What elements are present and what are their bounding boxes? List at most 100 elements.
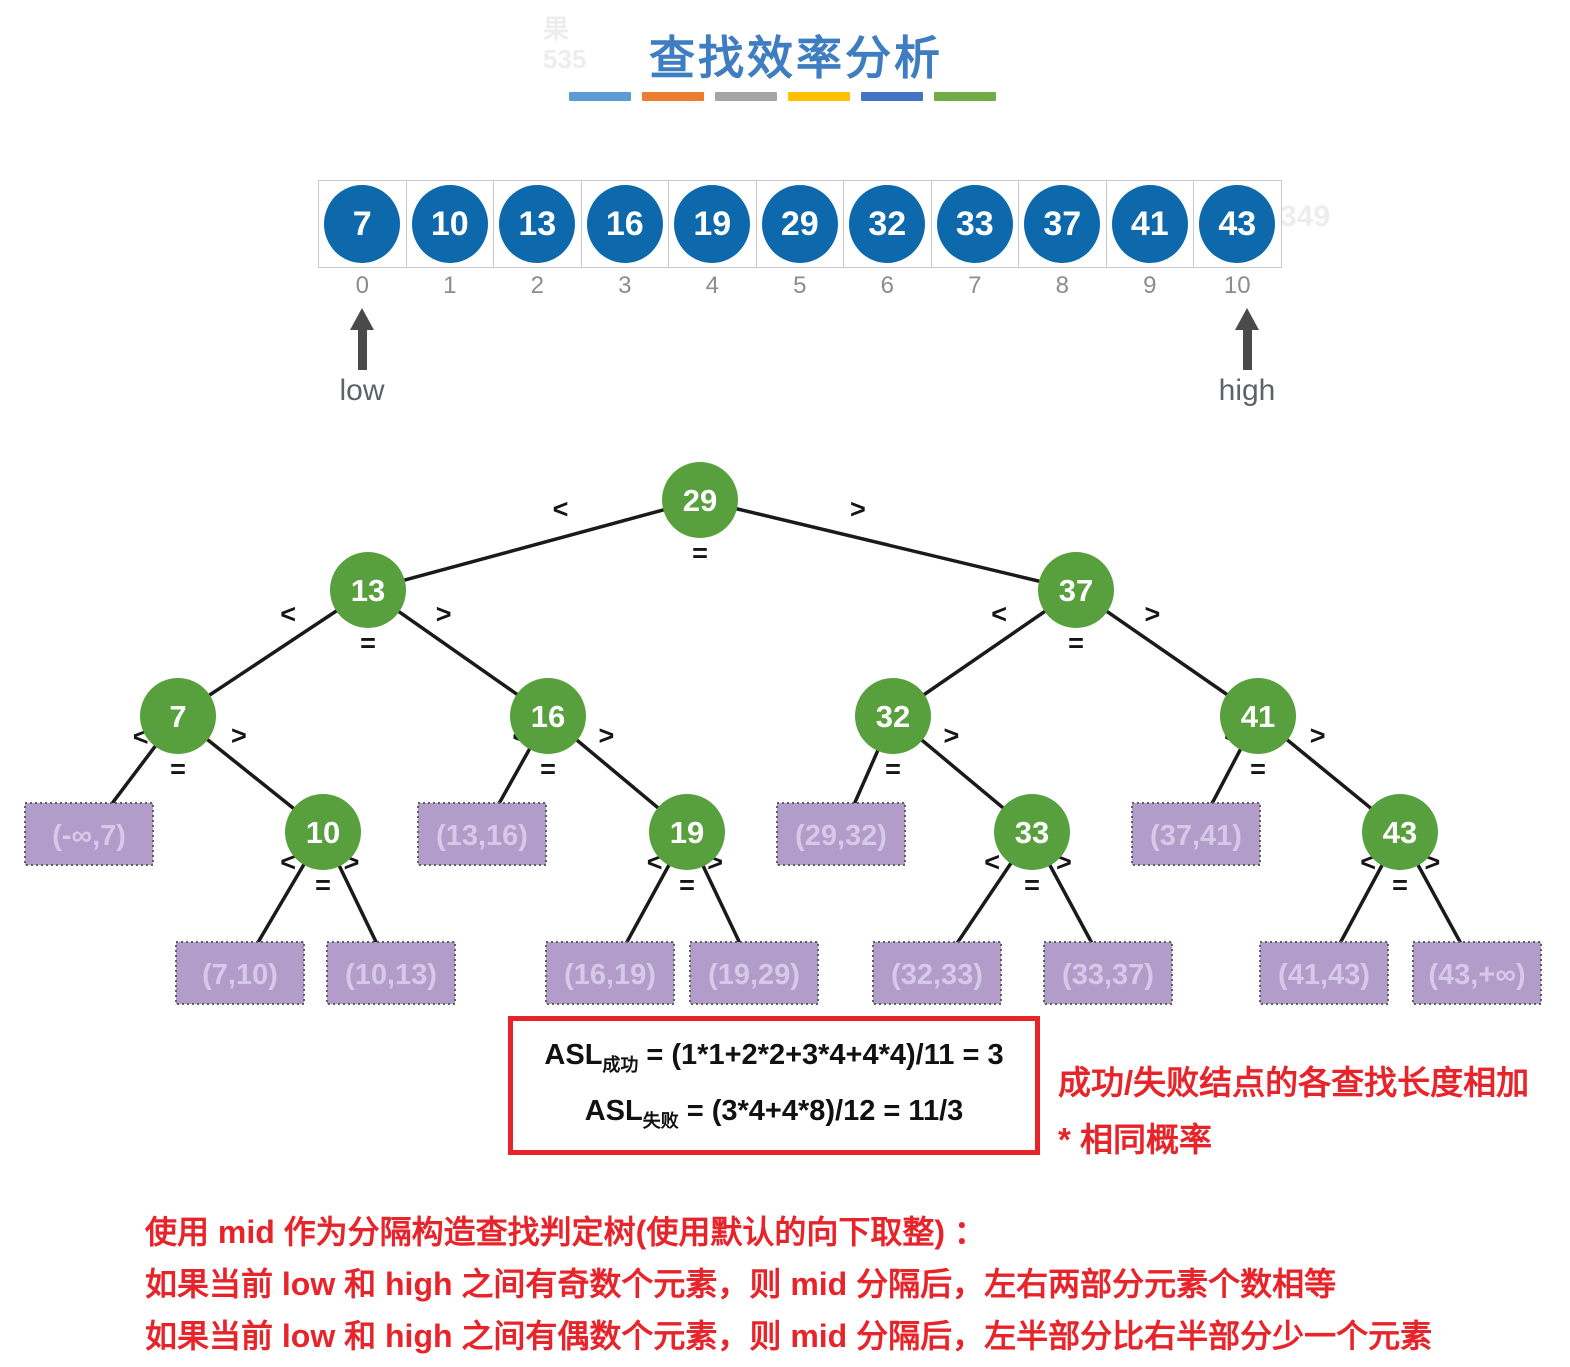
tree-failure-leaf-label: (33,37) bbox=[1062, 959, 1154, 991]
tree-failure-leaf-box bbox=[1043, 941, 1173, 1005]
array-value: 41 bbox=[1111, 185, 1188, 263]
tree-node-label: 33 bbox=[1015, 815, 1049, 850]
high-label: high bbox=[1218, 374, 1276, 407]
tree-node-label: 29 bbox=[683, 483, 717, 518]
equal-label: = bbox=[692, 538, 708, 568]
watermark-top: 果 535 bbox=[543, 14, 586, 74]
tree-node-label: 19 bbox=[670, 815, 704, 850]
array-value: 7 bbox=[324, 185, 401, 263]
array-cell: 13 bbox=[493, 180, 582, 268]
array-index: 6 bbox=[880, 272, 894, 299]
greater-than-label: > bbox=[231, 721, 247, 751]
watermark-top-line1: 果 bbox=[543, 14, 570, 44]
tree-failure-leaf-label: (32,33) bbox=[891, 959, 983, 991]
asl-success-expression: = (1*1+2*2+3*4+4*4)/11 = 3 bbox=[638, 1038, 1004, 1071]
asl-success-subscript: 成功 bbox=[602, 1054, 639, 1075]
arrow-head bbox=[350, 308, 374, 330]
tree-failure-leaf-label: (16,19) bbox=[564, 959, 656, 991]
array-cell: 33 bbox=[930, 180, 1019, 268]
less-than-label: < bbox=[280, 599, 296, 629]
tree-node-label: 43 bbox=[1383, 815, 1417, 850]
equal-label: = bbox=[885, 754, 901, 784]
tree-failure-leaf-box bbox=[417, 802, 547, 866]
greater-than-label: > bbox=[850, 494, 866, 524]
tree-failure-leaf-label: (19,29) bbox=[708, 959, 800, 991]
array-value: 43 bbox=[1199, 185, 1276, 263]
tree-node-circle bbox=[649, 794, 725, 870]
watermark-top-line2: 535 bbox=[543, 44, 587, 74]
tree-node-circle bbox=[1220, 678, 1296, 754]
array-value: 29 bbox=[761, 185, 838, 263]
watermark-array: 349 bbox=[1280, 200, 1331, 233]
less-than-label: < bbox=[984, 847, 1000, 877]
arrow-stem bbox=[357, 330, 367, 370]
tree-node-circle bbox=[140, 678, 216, 754]
array-cell: 41 bbox=[1105, 180, 1194, 268]
array-cell: 10 bbox=[405, 180, 494, 268]
equal-label: = bbox=[1250, 754, 1266, 784]
bottom-note-line2: 如果当前 low 和 high 之间有奇数个元素，则 mid 分隔后，左右两部分… bbox=[145, 1266, 1337, 1302]
bottom-note-line3: 如果当前 low 和 high 之间有偶数个元素，则 mid 分隔后，左半部分比… bbox=[145, 1318, 1433, 1354]
tree-node-circle bbox=[1038, 552, 1114, 628]
bottom-note: 使用 mid 作为分隔构造查找判定树(使用默认的向下取整) ： 如果当前 low… bbox=[145, 1206, 1432, 1362]
asl-success-formula: ASL成功 = (1*1+2*2+3*4+4*4)/11 = 3 bbox=[544, 1038, 1004, 1075]
array-index: 9 bbox=[1143, 272, 1157, 299]
tree-failure-leaf-label: (10,13) bbox=[345, 959, 437, 991]
title-bar bbox=[569, 92, 631, 101]
tree-node-circle bbox=[285, 794, 361, 870]
sorted-array: 7 10 13 16 19 29 32 33 37 41 43 bbox=[318, 180, 1282, 268]
tree-node-label: 37 bbox=[1059, 573, 1093, 608]
greater-than-label: > bbox=[1310, 721, 1326, 751]
tree-node-circle bbox=[855, 678, 931, 754]
tree-failure-leaf-label: (13,16) bbox=[436, 820, 528, 852]
array-cell: 43 bbox=[1193, 180, 1282, 268]
title-bar bbox=[715, 92, 777, 101]
tree-node-circle bbox=[994, 794, 1070, 870]
title-bar bbox=[861, 92, 923, 101]
low-label: low bbox=[339, 374, 385, 407]
less-than-label: < bbox=[280, 847, 296, 877]
equal-label: = bbox=[315, 870, 331, 900]
equal-label: = bbox=[360, 628, 376, 658]
equal-label: = bbox=[170, 754, 186, 784]
tree-failure-leaf-box bbox=[175, 941, 305, 1005]
array-index: 3 bbox=[618, 272, 632, 299]
asl-fail-formula: ASL失败 = (3*4+4*8)/12 = 11/3 bbox=[584, 1094, 964, 1131]
array-value: 19 bbox=[674, 185, 751, 263]
tree-failure-leaf-label: (43,+∞) bbox=[1428, 959, 1525, 991]
array-cell: 29 bbox=[755, 180, 844, 268]
array-value: 37 bbox=[1024, 185, 1101, 263]
side-note: 成功/失败结点的各查找长度相加 * 相同概率 bbox=[1058, 1054, 1529, 1168]
tree-failure-leaf-box bbox=[545, 941, 675, 1005]
title-underline-bars bbox=[569, 92, 996, 101]
equal-label: = bbox=[679, 870, 695, 900]
tree-node-label: 13 bbox=[351, 573, 385, 608]
high-arrow-icon bbox=[1235, 308, 1259, 370]
arrow-head bbox=[1235, 308, 1259, 330]
array-value: 10 bbox=[411, 185, 488, 263]
array-index: 4 bbox=[705, 272, 719, 299]
tree-node-circle bbox=[1362, 794, 1438, 870]
array-indices: 0 1 2 3 4 5 6 7 8 9 10 bbox=[318, 272, 1282, 300]
tree-failure-leaf-box bbox=[1412, 941, 1542, 1005]
tree-node-label: 7 bbox=[169, 699, 186, 734]
tree-failure-leaf-box bbox=[689, 941, 819, 1005]
side-note-line2: * 相同概率 bbox=[1058, 1121, 1213, 1158]
array-value: 13 bbox=[499, 185, 576, 263]
greater-than-label: > bbox=[598, 721, 614, 751]
tree-node-label: 10 bbox=[306, 815, 340, 850]
arrow-stem bbox=[1242, 330, 1252, 370]
tree-failure-leaf-box bbox=[776, 802, 906, 866]
asl-formula-box: ASL成功 = (1*1+2*2+3*4+4*4)/11 = 3 ASL失败 =… bbox=[508, 1016, 1040, 1155]
array-cell: 16 bbox=[580, 180, 669, 268]
title-bar bbox=[788, 92, 850, 101]
tree-failure-leaf-box bbox=[326, 941, 456, 1005]
less-than-label: < bbox=[991, 599, 1007, 629]
array-index: 5 bbox=[793, 272, 807, 299]
side-note-line1: 成功/失败结点的各查找长度相加 bbox=[1058, 1064, 1530, 1101]
array-index: 0 bbox=[355, 272, 369, 299]
array-index: 1 bbox=[443, 272, 457, 299]
title-bar bbox=[934, 92, 996, 101]
tree-failure-leaf-label: (29,32) bbox=[795, 820, 887, 852]
